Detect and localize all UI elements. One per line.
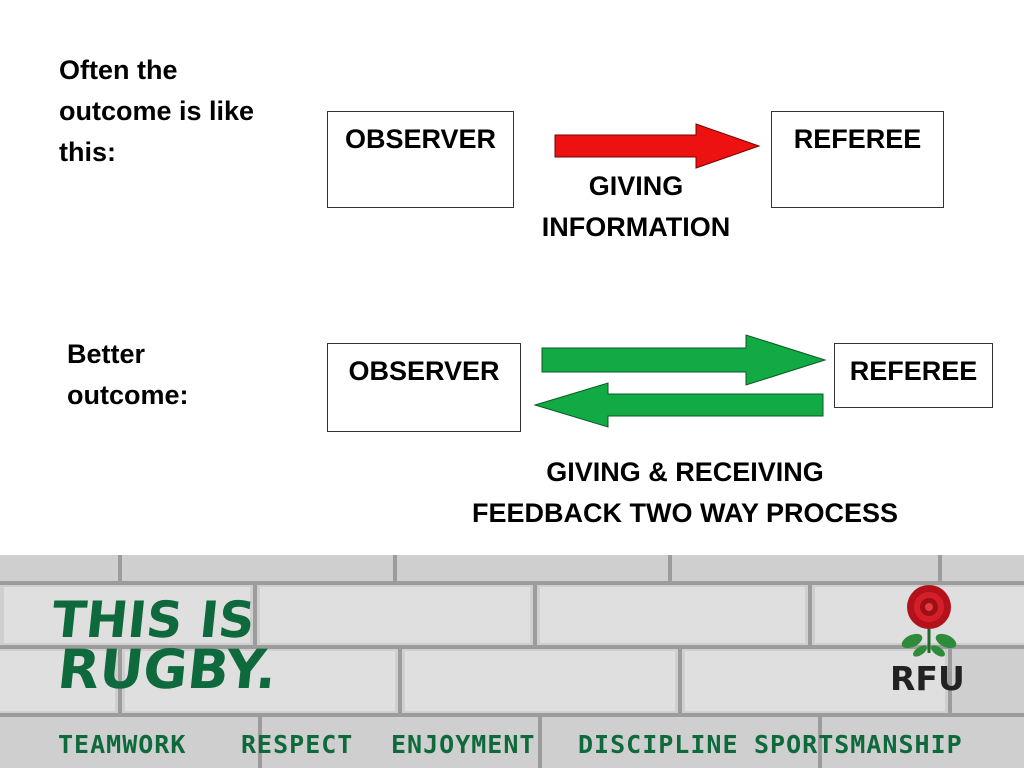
top-observer-label: OBSERVER	[344, 124, 497, 154]
slogan-line2: RUGBY.	[54, 638, 281, 701]
bottom-caption-line2: FEEDBACK TWO WAY PROCESS	[471, 498, 899, 528]
bottom-caption-line1: GIVING & RECEIVING	[546, 457, 824, 487]
bottom-caption: GIVING & RECEIVING FEEDBACK TWO WAY PROC…	[440, 452, 930, 534]
top-caption-line1: GIVING	[588, 171, 684, 201]
value-discipline: DISCIPLINE	[578, 730, 739, 759]
top-intro-text: Often the outcome is like this:	[59, 55, 255, 167]
top-arrow-shape	[554, 123, 761, 169]
footer-banner: THIS IS RUGBY. RFU TEAMWORK RESPECT ENJO…	[0, 555, 1024, 768]
bottom-observer-box: OBSERVER	[327, 343, 521, 432]
bottom-referee-box: REFEREE	[834, 343, 993, 408]
value-respect: RESPECT	[241, 730, 354, 759]
bottom-right-arrow-shape	[541, 334, 827, 386]
rose-icon	[901, 585, 957, 657]
top-referee-box: REFEREE	[771, 111, 944, 208]
bottom-right-arrow	[541, 334, 827, 386]
top-observer-box: OBSERVER	[327, 111, 514, 208]
top-caption-line2: INFORMATION	[541, 212, 731, 242]
bottom-left-arrow-shape	[533, 382, 824, 428]
top-caption: GIVING INFORMATION	[520, 166, 752, 248]
top-referee-label: REFEREE	[793, 124, 922, 154]
value-sportsmanship: SPORTSMANSHIP	[754, 730, 963, 759]
value-teamwork: TEAMWORK	[58, 730, 187, 759]
brick-wall-background	[0, 555, 1024, 768]
bottom-intro-text: Better outcome:	[67, 339, 189, 410]
bottom-left-arrow	[533, 382, 824, 428]
rfu-logo-text: RFU	[890, 659, 965, 698]
bottom-observer-label: OBSERVER	[348, 356, 500, 386]
top-right-arrow	[554, 123, 761, 169]
value-enjoyment: ENJOYMENT	[391, 730, 536, 759]
bottom-referee-label: REFEREE	[849, 356, 978, 386]
